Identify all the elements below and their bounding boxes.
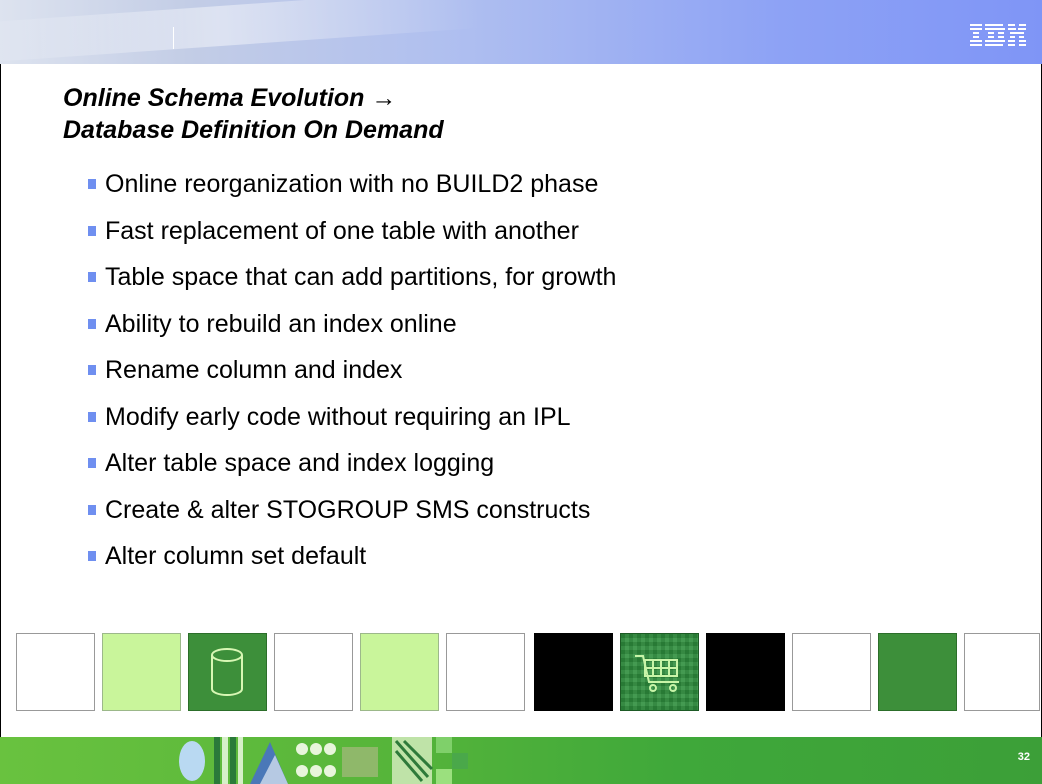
bullet-text: Online reorganization with no BUILD2 pha… xyxy=(105,170,599,198)
header-divider xyxy=(173,27,174,49)
bullet-item: Ability to rebuild an index online xyxy=(88,310,616,357)
bullet-square-icon xyxy=(88,551,96,561)
footer-collage-art xyxy=(179,737,468,784)
bullet-text: Rename column and index xyxy=(105,356,403,384)
bullet-item: Alter column set default xyxy=(88,542,616,589)
bullet-text: Alter table space and index logging xyxy=(105,449,495,477)
tile-white xyxy=(274,633,353,711)
bullet-square-icon xyxy=(88,458,96,468)
shopping-cart-icon xyxy=(635,655,679,692)
tile-green xyxy=(878,633,957,711)
bullet-list: Online reorganization with no BUILD2 pha… xyxy=(88,170,616,589)
tile-white xyxy=(446,633,525,711)
ibm-logo xyxy=(970,24,1026,46)
bullet-text: Fast replacement of one table with anoth… xyxy=(105,216,579,245)
slide-title: Online Schema Evolution → Database Defin… xyxy=(63,82,444,146)
bullet-item: Modify early code without requiring an I… xyxy=(88,403,616,450)
slide-title-line-2: Database Definition On Demand xyxy=(63,116,444,144)
decorative-tile-strip xyxy=(0,630,1042,716)
bullet-square-icon xyxy=(88,225,96,236)
bullet-text: Modify early code without requiring an I… xyxy=(105,402,571,431)
tile-black xyxy=(534,633,613,711)
bullet-square-icon xyxy=(88,504,96,515)
bullet-item: Fast replacement of one table with anoth… xyxy=(88,217,616,264)
slide-title-line-1: Online Schema Evolution → xyxy=(63,84,397,112)
bullet-square-icon xyxy=(88,411,96,422)
tile-black xyxy=(706,633,785,711)
tile-white xyxy=(16,633,95,711)
bullet-item: Create & alter STOGROUP SMS constructs xyxy=(88,496,616,543)
bullet-square-icon xyxy=(88,365,96,375)
tile-white xyxy=(964,633,1040,711)
bullet-text: Ability to rebuild an index online xyxy=(105,309,457,338)
bullet-text: Table space that can add partitions, for… xyxy=(105,263,617,291)
tile-lime xyxy=(360,633,439,711)
tile-cart xyxy=(620,633,699,711)
page-number: 32 xyxy=(1017,751,1030,763)
header-band xyxy=(0,0,1042,64)
tile-lime xyxy=(102,633,181,711)
bullet-text: Alter column set default xyxy=(105,542,367,570)
bullet-item: Rename column and index xyxy=(88,356,616,403)
bullet-square-icon xyxy=(88,272,96,282)
bullet-item: Online reorganization with no BUILD2 pha… xyxy=(88,170,616,217)
tile-database xyxy=(188,633,267,711)
tile-white xyxy=(792,633,871,711)
footer-band: 32 xyxy=(0,737,1042,784)
header-light-streak xyxy=(0,0,481,64)
bullet-item: Alter table space and index logging xyxy=(88,449,616,496)
bullet-text: Create & alter STOGROUP SMS constructs xyxy=(105,495,591,524)
database-icon xyxy=(211,648,243,696)
bullet-square-icon xyxy=(88,179,96,189)
bullet-square-icon xyxy=(88,318,96,329)
bullet-item: Table space that can add partitions, for… xyxy=(88,263,616,310)
